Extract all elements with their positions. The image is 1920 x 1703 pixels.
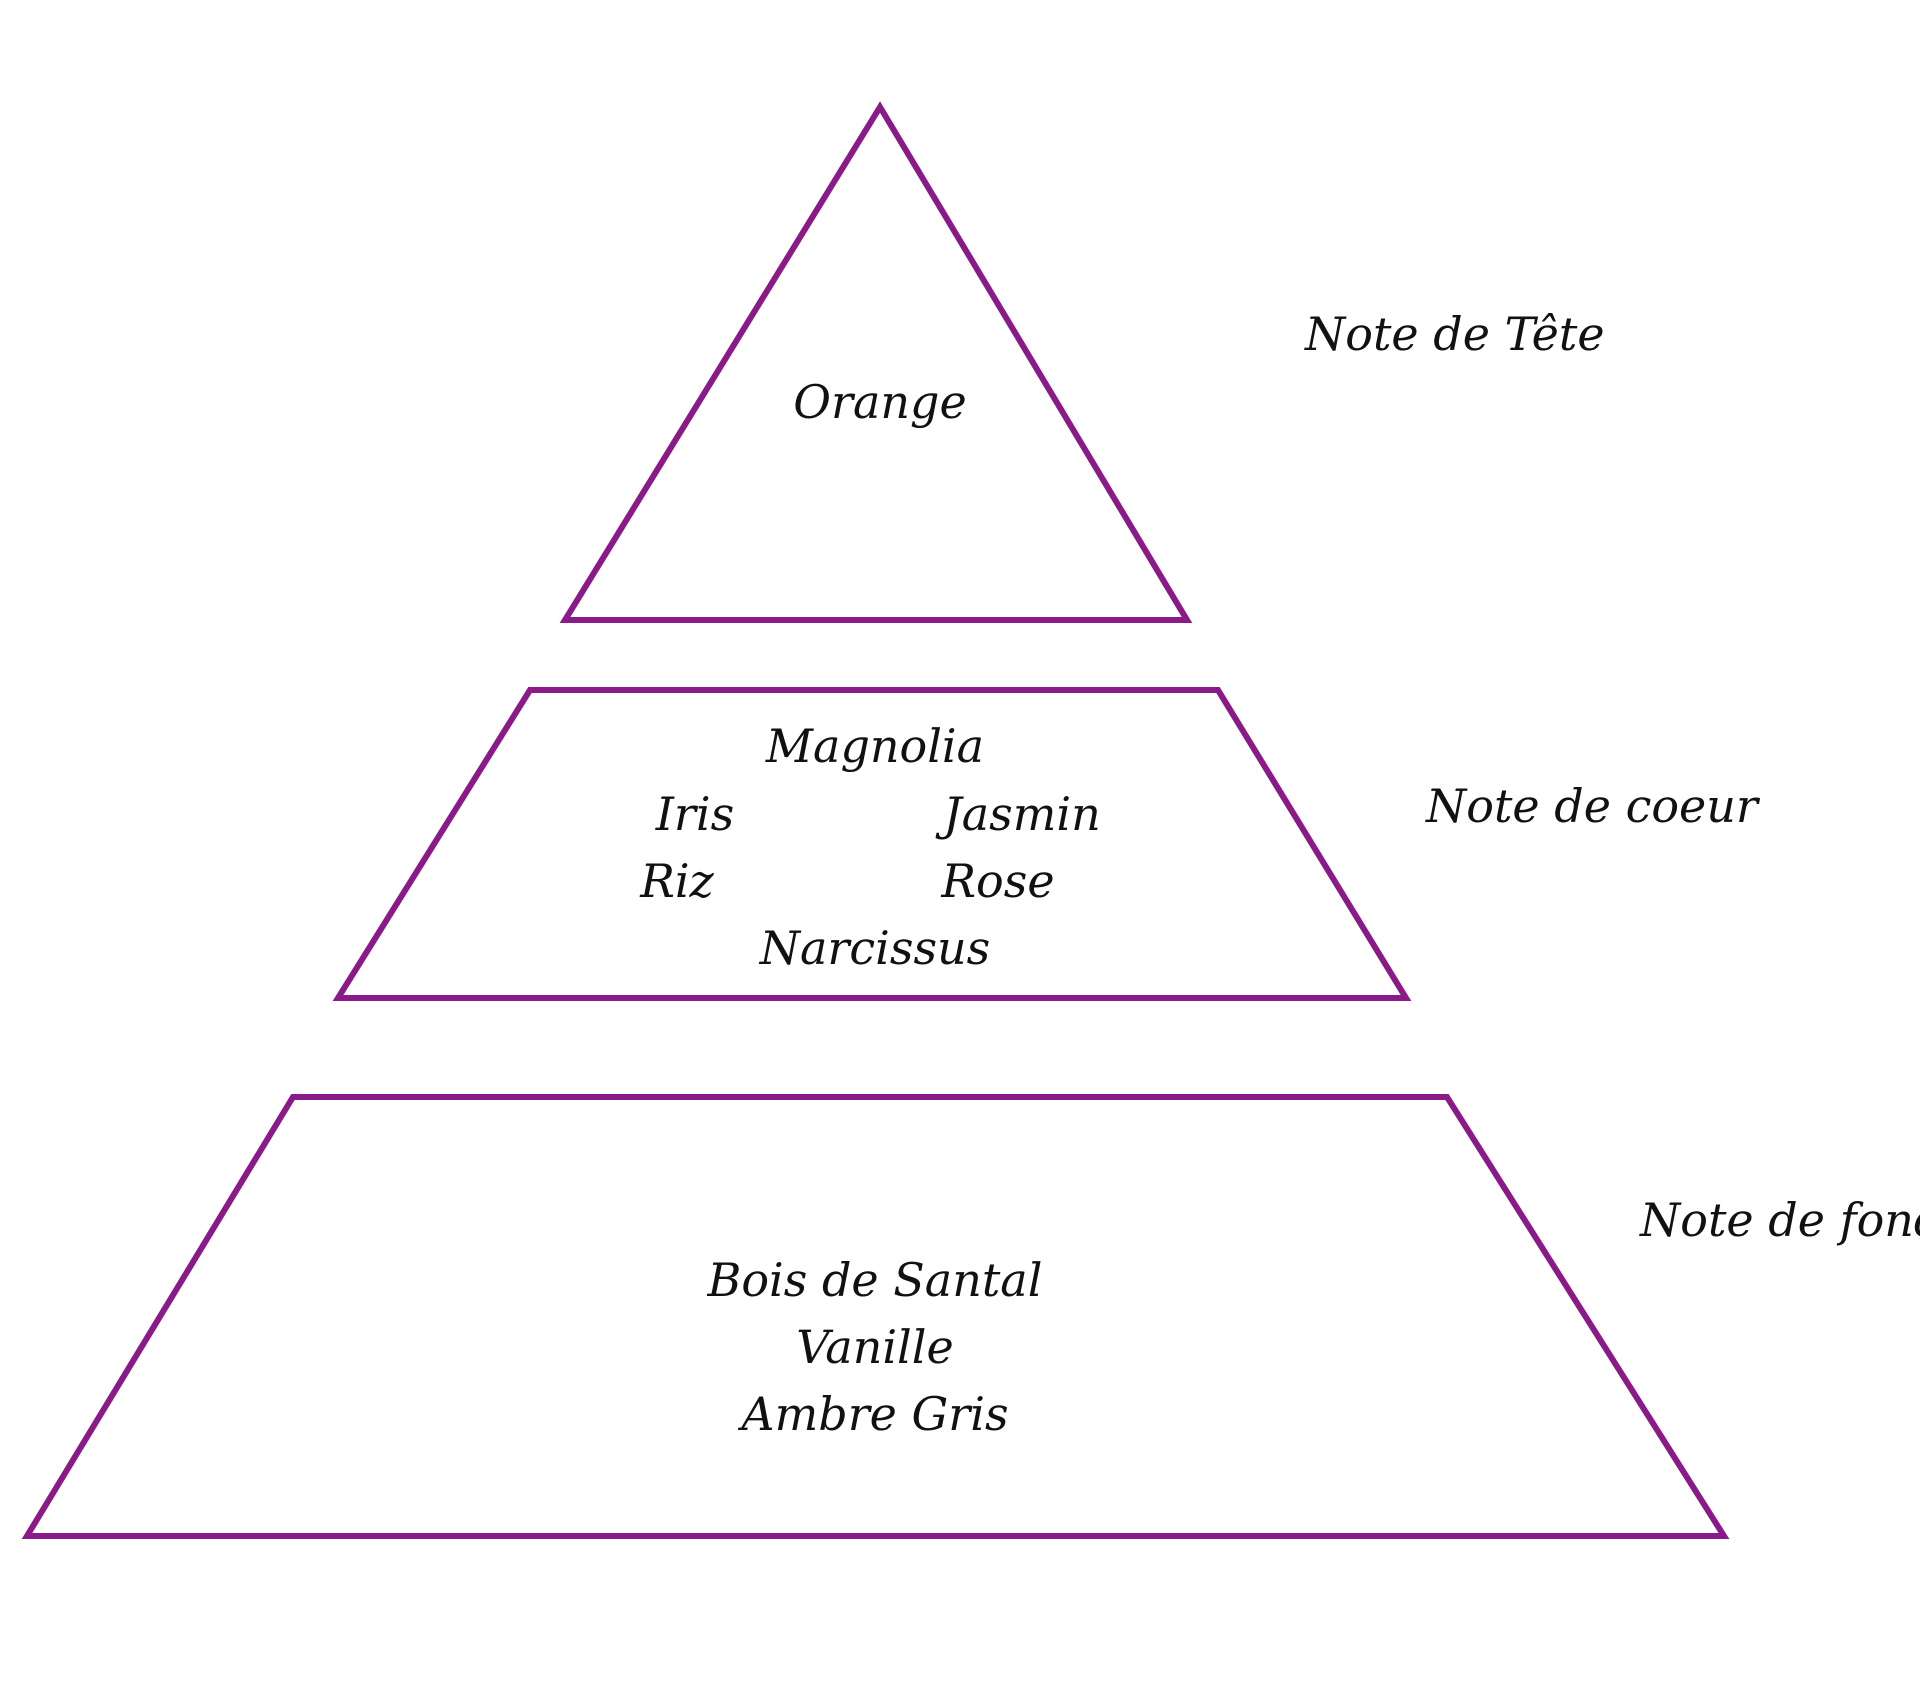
label-note-de-coeur: Note de coeur: [1425, 779, 1761, 833]
middle-trapezoid-shape: [332, 687, 1412, 1001]
bottom-trapezoid-shape: [21, 1094, 1730, 1539]
note-orange: Orange: [793, 375, 966, 429]
tier-middle: Magnolia Iris Jasmin Riz Rose Narcissus …: [332, 687, 1761, 1001]
note-narcissus: Narcissus: [759, 921, 991, 975]
note-rose: Rose: [940, 854, 1054, 908]
note-bois-de-santal: Bois de Santal: [707, 1253, 1043, 1307]
label-note-de-fond: Note de fond: [1639, 1193, 1920, 1247]
note-magnolia: Magnolia: [765, 719, 984, 773]
top-triangle-shape: [559, 101, 1193, 623]
note-ambre-gris: Ambre Gris: [737, 1387, 1008, 1441]
tier-top: Orange Note de Tête: [559, 101, 1605, 623]
note-vanille: Vanille: [796, 1320, 953, 1374]
tier-bottom: Bois de Santal Vanille Ambre Gris Note d…: [21, 1094, 1920, 1539]
note-riz: Riz: [639, 854, 714, 908]
note-jasmin: Jasmin: [935, 787, 1100, 841]
label-note-de-tete: Note de Tête: [1304, 307, 1605, 361]
note-iris: Iris: [655, 787, 734, 841]
